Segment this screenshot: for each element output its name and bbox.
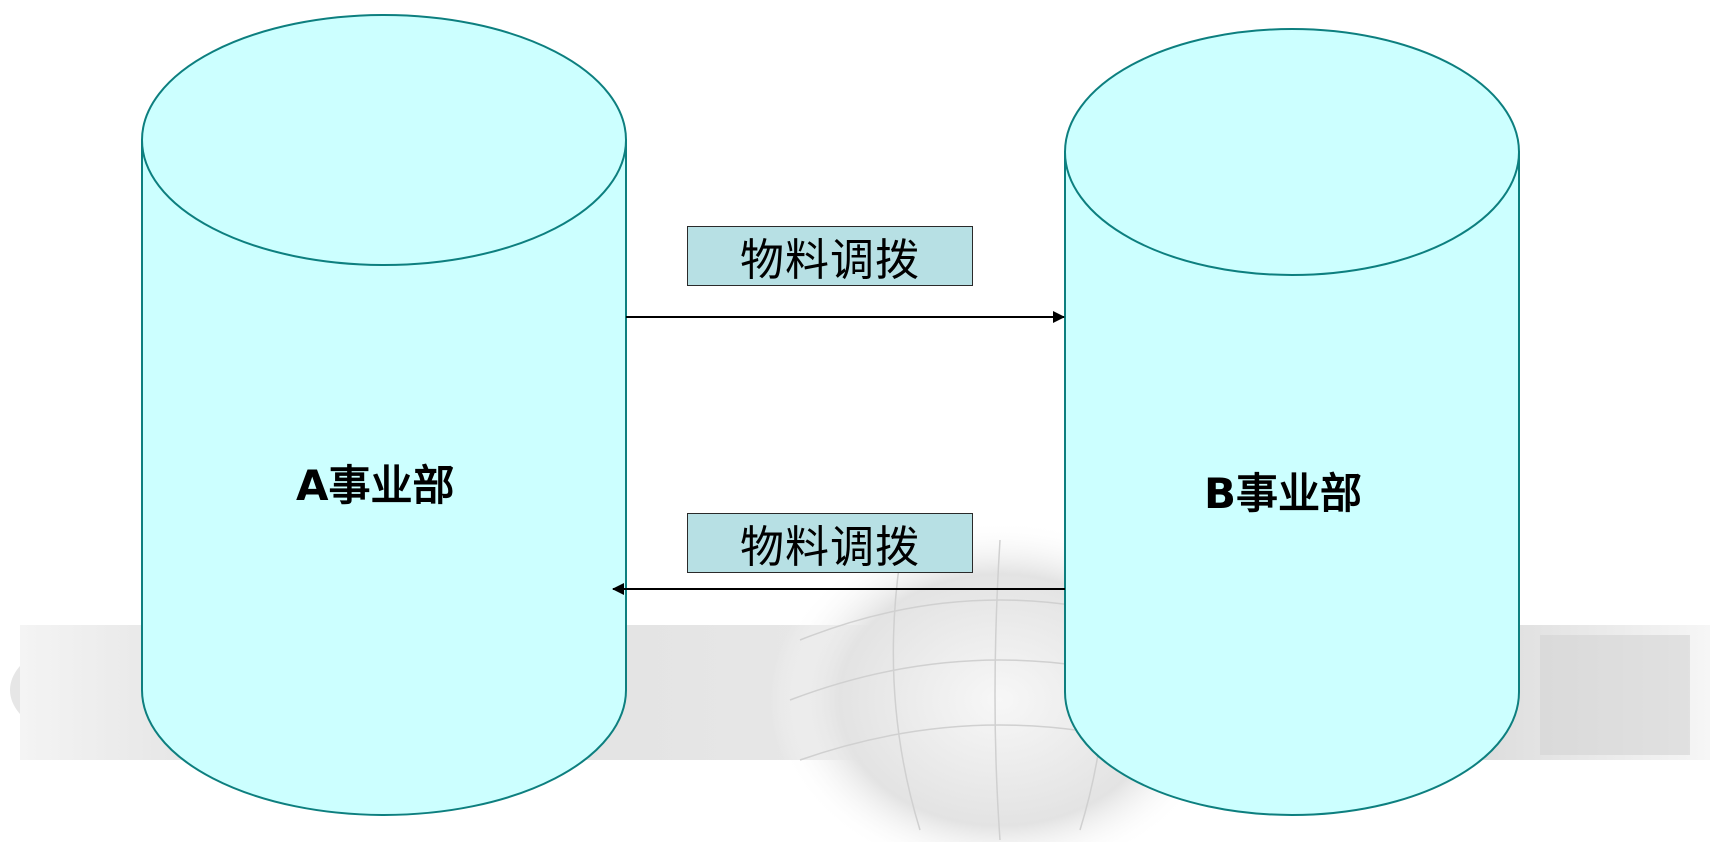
edge-label-a-to-b: 物料调拨: [687, 226, 973, 286]
cylinder-b: [1064, 28, 1520, 816]
background-photo-right: [1540, 635, 1690, 755]
cylinder-a-top: [141, 14, 627, 266]
cylinder-a: [141, 14, 627, 816]
node-label-a: A事业部: [296, 461, 455, 510]
cylinder-a-body: [141, 139, 627, 816]
cylinder-b-body: [1064, 151, 1520, 816]
cylinder-b-top: [1064, 28, 1520, 276]
edge-label-b-to-a: 物料调拨: [687, 513, 973, 573]
node-label-b: B事业部: [1204, 469, 1363, 518]
